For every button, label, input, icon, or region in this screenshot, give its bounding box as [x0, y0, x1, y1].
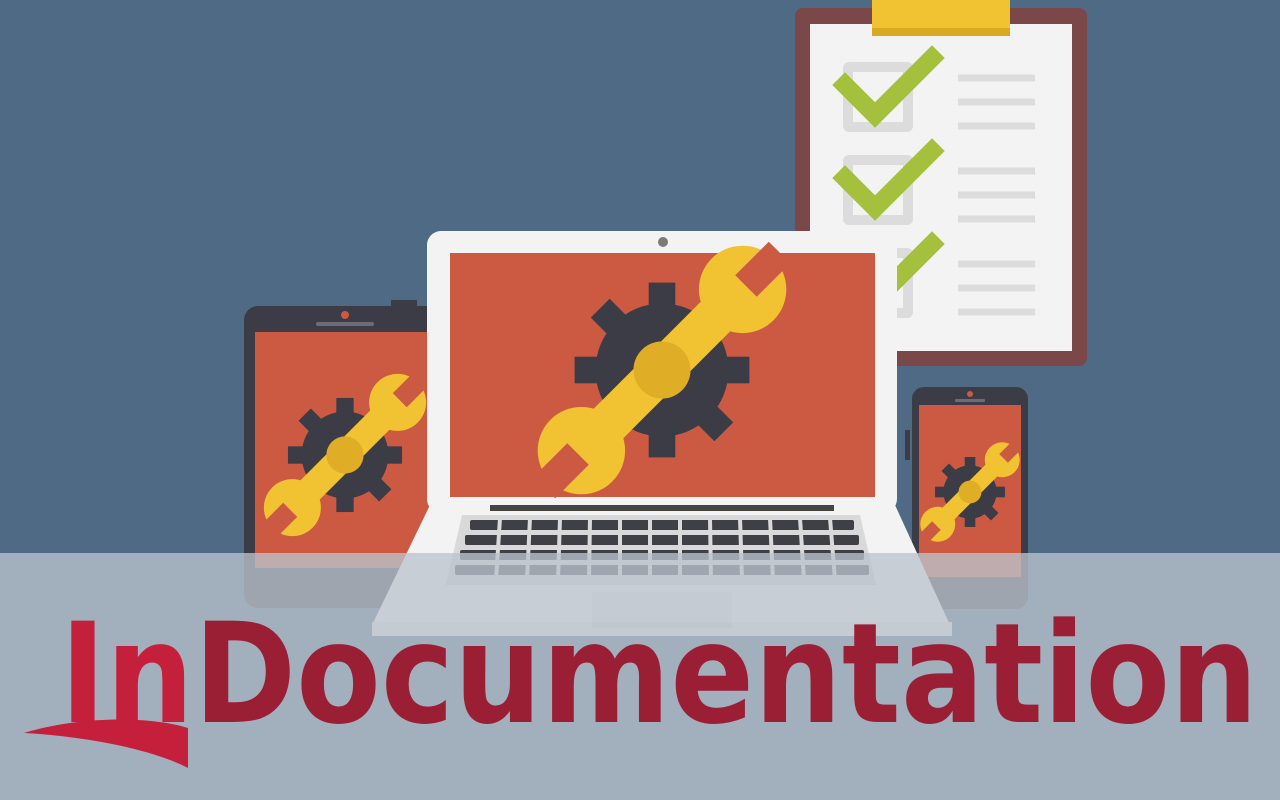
- desk-surface: [0, 553, 1280, 800]
- checkmark-icon: [832, 138, 945, 221]
- logo-swoosh: [24, 719, 188, 768]
- tablet-icon: [244, 300, 444, 608]
- checkmark-icon: [832, 45, 945, 128]
